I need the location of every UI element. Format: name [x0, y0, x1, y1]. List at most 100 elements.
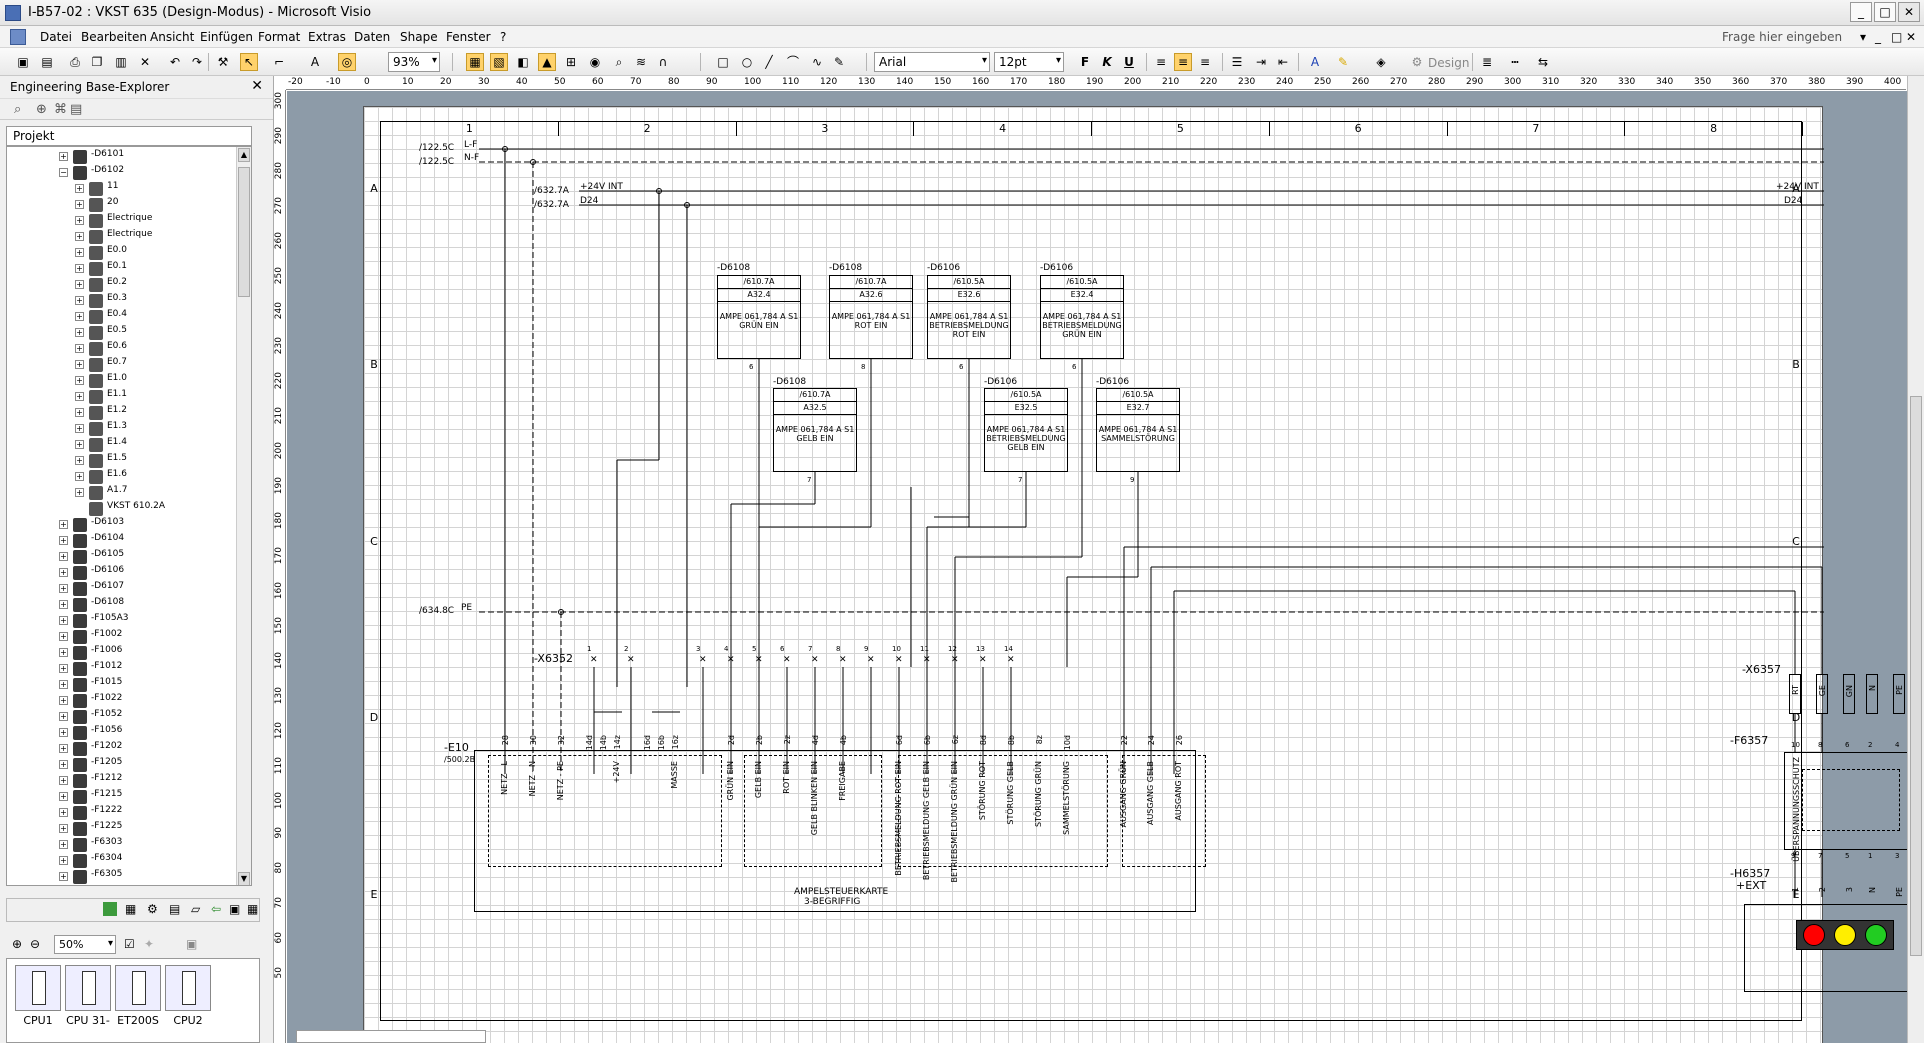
- font-size-select[interactable]: 12pt▾: [994, 52, 1064, 72]
- design-icon[interactable]: ⚙: [1411, 55, 1423, 69]
- terminal-block[interactable]: [1816, 674, 1828, 714]
- tree-item[interactable]: +-F1215: [7, 789, 235, 805]
- help-dropdown-icon[interactable]: ▾: [1860, 30, 1867, 44]
- tree-item[interactable]: +-F1202: [7, 741, 235, 757]
- tree-item[interactable]: +A1.7: [7, 485, 235, 501]
- delete-icon[interactable]: ✕: [139, 55, 151, 69]
- align-left-icon[interactable]: ≡: [1155, 55, 1167, 69]
- stencil-shape[interactable]: [15, 965, 61, 1011]
- expand-icon[interactable]: +: [59, 776, 68, 785]
- expand-icon[interactable]: +: [59, 856, 68, 865]
- font-color-icon[interactable]: A: [1310, 55, 1320, 69]
- expand-icon[interactable]: +: [75, 392, 84, 401]
- stamp-tool-icon[interactable]: ◎: [338, 53, 356, 71]
- expand-icon[interactable]: +: [59, 568, 68, 577]
- expand-icon[interactable]: +: [75, 440, 84, 449]
- minimize-button[interactable]: _: [1850, 2, 1872, 22]
- stencil-shape[interactable]: [115, 965, 161, 1011]
- tree-item[interactable]: +-F6305: [7, 869, 235, 885]
- search-icon[interactable]: ⌕: [14, 102, 22, 117]
- print-icon[interactable]: ⎙: [70, 55, 80, 69]
- tree-item[interactable]: +-D6105: [7, 549, 235, 565]
- document-icon[interactable]: ▤: [169, 902, 181, 916]
- tree-item[interactable]: +-F1212: [7, 773, 235, 789]
- expand-icon[interactable]: +: [75, 296, 84, 305]
- expand-icon[interactable]: +: [75, 216, 84, 225]
- doc-restore-button[interactable]: □: [1891, 30, 1903, 44]
- help-search-input[interactable]: Frage hier eingeben: [1722, 30, 1843, 44]
- expand-icon[interactable]: +: [59, 728, 68, 737]
- menu-datei[interactable]: Datei: [40, 30, 73, 44]
- expand-icon[interactable]: +: [59, 744, 68, 753]
- tree-item[interactable]: +-D6107: [7, 581, 235, 597]
- menu-daten[interactable]: Daten: [354, 30, 391, 44]
- open-folder-icon[interactable]: ▱: [191, 902, 201, 916]
- terminal-block[interactable]: [1866, 674, 1878, 714]
- redo-icon[interactable]: ↷: [191, 55, 203, 69]
- doc-close-button[interactable]: ✕: [1906, 30, 1917, 44]
- expand-icon[interactable]: +: [59, 872, 68, 881]
- tree-item[interactable]: +-D6101: [7, 149, 235, 165]
- pan-zoom-icon[interactable]: ▧: [490, 53, 508, 71]
- tree-item[interactable]: +Electrique: [7, 213, 235, 229]
- canvas-vertical-scrollbar[interactable]: [1907, 76, 1924, 1043]
- tree-item[interactable]: +E0.6: [7, 341, 235, 357]
- tree-item[interactable]: +-F1205: [7, 757, 235, 773]
- connector-tool-icon[interactable]: ⌐: [273, 55, 285, 69]
- surge-protector[interactable]: [1784, 752, 1907, 850]
- filter-icon[interactable]: ⌘: [54, 102, 67, 117]
- expand-icon[interactable]: +: [59, 600, 68, 609]
- globe-icon[interactable]: ◉: [589, 55, 601, 69]
- expand-icon[interactable]: −: [59, 168, 68, 177]
- terminal-block[interactable]: [1789, 674, 1801, 714]
- expand-icon[interactable]: +: [59, 808, 68, 817]
- underline-button[interactable]: U: [1124, 55, 1134, 69]
- pointer-tool-icon[interactable]: ↖: [240, 53, 258, 71]
- green-square-icon[interactable]: [103, 902, 117, 916]
- expand-icon[interactable]: +: [75, 376, 84, 385]
- layer-icon[interactable]: ◧: [517, 55, 529, 69]
- expand-icon[interactable]: +: [75, 312, 84, 321]
- tools-icon[interactable]: ⚙: [147, 902, 158, 916]
- stencil-shape[interactable]: [165, 965, 211, 1011]
- tree-item[interactable]: +-D6104: [7, 533, 235, 549]
- expand-icon[interactable]: +: [75, 280, 84, 289]
- expand-icon[interactable]: +: [75, 248, 84, 257]
- tree-item[interactable]: +E1.6: [7, 469, 235, 485]
- properties-icon[interactable]: ▤: [70, 102, 83, 117]
- expand-icon[interactable]: +: [59, 152, 68, 161]
- text-tool-icon[interactable]: A: [310, 55, 320, 69]
- undo-icon[interactable]: ↶: [169, 55, 181, 69]
- ellipse-tool-icon[interactable]: ○: [741, 55, 753, 69]
- zoom-in-icon[interactable]: ⊕: [36, 102, 47, 117]
- tree-scrollbar[interactable]: ▲ ▼: [236, 147, 251, 885]
- find-icon[interactable]: ⌕: [615, 55, 623, 69]
- menu-extras[interactable]: Extras: [308, 30, 346, 44]
- tree-item[interactable]: +11: [7, 181, 235, 197]
- expand-icon[interactable]: +: [75, 328, 84, 337]
- tree-item[interactable]: +Electrique: [7, 229, 235, 245]
- tree-item[interactable]: +E0.1: [7, 261, 235, 277]
- pencil-tool-icon[interactable]: ✎: [833, 55, 845, 69]
- maximize-button[interactable]: □: [1874, 2, 1896, 22]
- bullets-icon[interactable]: ☰: [1231, 55, 1243, 69]
- expand-icon[interactable]: +: [75, 200, 84, 209]
- doc-minimize-button[interactable]: _: [1875, 30, 1881, 44]
- tree-item[interactable]: +E1.2: [7, 405, 235, 421]
- view-icon[interactable]: ▣: [186, 937, 198, 951]
- font-select[interactable]: Arial▾: [874, 52, 990, 72]
- rectangle-tool-icon[interactable]: □: [717, 55, 729, 69]
- document-icon[interactable]: [10, 29, 26, 45]
- menu-shape[interactable]: Shape: [400, 30, 438, 44]
- tree-item[interactable]: +-F1022: [7, 693, 235, 709]
- paste-icon[interactable]: ▥: [115, 55, 127, 69]
- expand-icon[interactable]: +: [59, 840, 68, 849]
- tree-item[interactable]: +E1.1: [7, 389, 235, 405]
- settings-icon[interactable]: ✦: [144, 937, 155, 951]
- e10-card[interactable]: [474, 750, 1196, 912]
- arc-tool-icon[interactable]: ⌒: [786, 55, 799, 69]
